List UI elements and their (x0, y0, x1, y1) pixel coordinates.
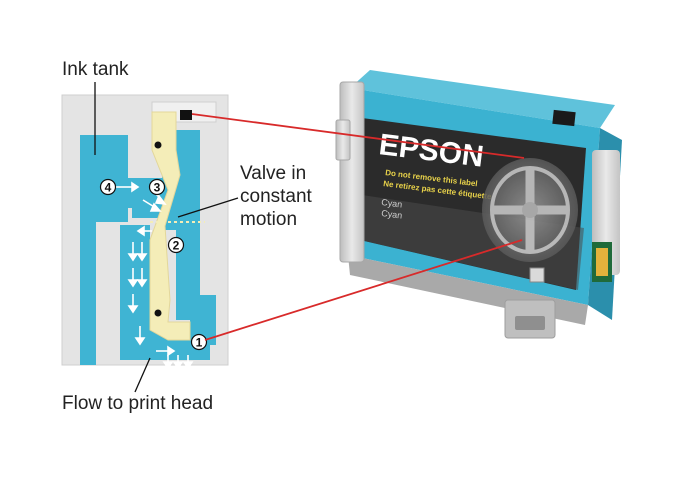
chip-contacts (596, 248, 608, 276)
flow-label: Flow to print head (62, 393, 214, 414)
marker-4: 4 (99, 178, 117, 196)
marker-4-text: 4 (105, 181, 112, 195)
marker-1-text: 1 (196, 336, 203, 350)
valve-label-line-2: constant (240, 186, 312, 207)
top-tab (552, 109, 576, 127)
valve-pointer (177, 197, 239, 218)
marker-3-text: 3 (154, 181, 161, 195)
cartridge-top-face (350, 70, 615, 128)
marker-2-text: 2 (173, 239, 180, 253)
schematic-cross-section: 4 3 2 1 (61, 82, 239, 393)
valve-pin-top (154, 141, 162, 149)
valve-body (149, 111, 191, 341)
left-clip-frame (335, 81, 365, 263)
valve-label-line-1: Valve in (240, 163, 307, 184)
ink-tank-label: Ink tank (62, 59, 129, 80)
valve-label: Valve in constant motion (240, 162, 360, 231)
valve-pin-bottom (154, 309, 162, 317)
marker-3: 3 (148, 178, 166, 196)
qr-mark (529, 267, 545, 283)
outlet-port (515, 316, 545, 330)
model-line-1: Cyan (381, 197, 403, 209)
cartridge-illustration: EPSON Do not remove this label Ne retire… (191, 70, 622, 341)
leader-to-outlet (204, 239, 523, 341)
sensor-block (180, 110, 192, 120)
leader-to-sensor (191, 113, 525, 159)
model-line-2: Cyan (381, 208, 403, 220)
marker-1: 1 (190, 333, 208, 351)
ink-tank-chamber (80, 135, 142, 365)
valve-wheel-window (482, 158, 578, 262)
cartridge-grey-lower (360, 195, 584, 290)
valve-label-line-3: motion (240, 209, 298, 230)
marker-2: 2 (167, 236, 185, 254)
flow-pointer (134, 357, 151, 393)
